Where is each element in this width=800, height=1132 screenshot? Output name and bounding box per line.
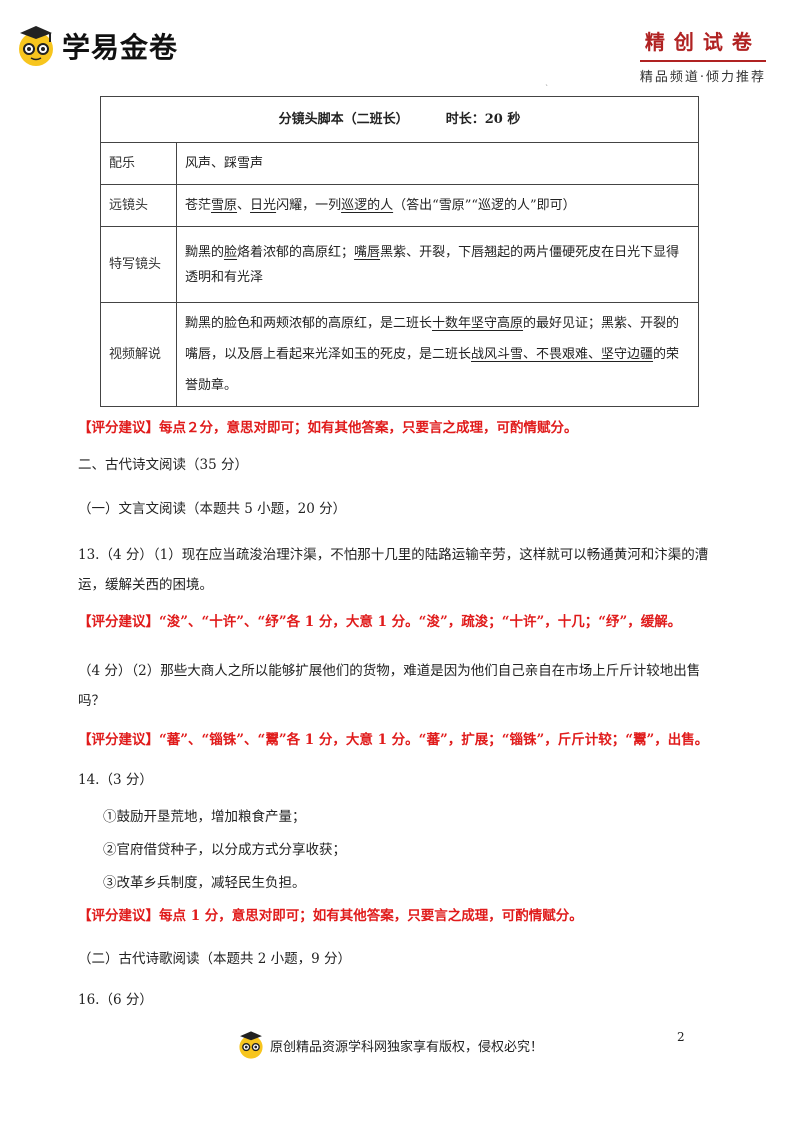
graduate-face-icon — [239, 1031, 263, 1059]
brand-subtitle: 精品频道·倾力推荐 — [639, 70, 766, 85]
question-14-heading: 14.（3 分） — [78, 772, 153, 788]
table-row: 特写镜头 黝黑的脸烙着浓郁的高原红；嘴唇黑紫、开裂，下唇翘起的两片僵硬死皮在日光… — [100, 226, 699, 303]
table-header-row: 分镜头脚本（二班长） 时长：20 秒 — [100, 96, 699, 143]
underlined-text: 十数年坚守高原 — [432, 316, 524, 331]
scoring-note: 【评分建议】“浚”、“十许”、“纾”各 1 分，大意 1 分。“浚”，疏浚；“十… — [78, 614, 682, 630]
subsection-heading: （一）文言文阅读（本题共 5 小题，20 分） — [78, 501, 347, 517]
table-title-cell: 分镜头脚本（二班长） 时长：20 秒 — [100, 96, 699, 143]
page-number: 2 — [677, 1030, 685, 1044]
answer-13-2: （4 分）（2）那些大商人之所以能够扩展他们的货物，难道是因为他们自己亲自在市场… — [78, 663, 701, 709]
text-run: 的荣誉勋章。 — [185, 347, 680, 393]
scoring-note: 【评分建议】每点２分，意思对即可；如有其他答案，只要言之成理，可酌情赋分。 — [78, 420, 578, 436]
text-run: 黝黑的脸色和两颊浓郁的高原红，是二班长 — [185, 316, 433, 331]
table-title: 分镜头脚本（二班长） — [278, 112, 409, 127]
row-label: 配乐 — [100, 142, 177, 185]
underlined-text: 巡逻的人 — [341, 198, 394, 213]
table-duration: 时长：20 秒 — [445, 112, 521, 127]
question-16-heading: 16.（6 分） — [78, 992, 153, 1008]
row-label: 视频解说 — [100, 302, 177, 407]
scoring-note: 【评分建议】“蕃”、“锱铢”、“鬻”各 1 分，大意 1 分。“蕃”，扩展；“锱… — [78, 732, 709, 748]
text-run: 闪耀，一列 — [276, 198, 342, 213]
section-heading: 二、古代诗文阅读（35 分） — [78, 457, 248, 473]
underlined-text: 日光 — [250, 198, 277, 213]
underlined-text: 战风斗雪、不畏艰难、坚守边疆 — [471, 347, 654, 362]
footer-copyright: 原创精品资源学科网独家享有版权，侵权必究！ — [270, 1039, 544, 1055]
row-content: 黝黑的脸色和两颊浓郁的高原红，是二班长十数年坚守高原的最好见证；黑紫、开裂的嘴唇… — [176, 302, 699, 407]
underlined-text: 雪原 — [211, 198, 238, 213]
logo-text: 学易金卷 — [62, 31, 179, 64]
row-content: 风声、踩雪声 — [176, 142, 699, 185]
table-row: 远镜头 苍茫雪原、日光闪耀，一列巡逻的人（答出“雪原”“巡逻的人”即可） — [100, 184, 699, 227]
table-row: 配乐 风声、踩雪声 — [100, 142, 699, 185]
text-run: 黑紫、开裂，下唇翘起的两片僵硬死皮在日光下显得透明和有光泽 — [185, 244, 680, 285]
brand-badge: 精创试卷 精品频道·倾力推荐 — [639, 26, 766, 85]
text-run: 烙着浓郁的高原红； — [237, 244, 355, 260]
table-row: 视频解说 黝黑的脸色和两颊浓郁的高原红，是二班长十数年坚守高原的最好见证；黑紫、… — [100, 302, 699, 407]
subsection-heading: （二）古代诗歌阅读（本题共 2 小题，9 分） — [78, 951, 352, 967]
brand-divider — [639, 60, 766, 62]
row-content: 黝黑的脸烙着浓郁的高原红；嘴唇黑紫、开裂，下唇翘起的两片僵硬死皮在日光下显得透明… — [176, 226, 699, 303]
scoring-note: 【评分建议】每点 1 分，意思对即可；如有其他答案，只要言之成理，可酌情赋分。 — [78, 908, 583, 924]
row-content: 苍茫雪原、日光闪耀，一列巡逻的人（答出“雪原”“巡逻的人”即可） — [176, 184, 699, 227]
underlined-text: 脸 — [224, 244, 238, 260]
text-run: 、 — [237, 198, 251, 213]
brand-title: 精创试卷 — [644, 30, 761, 54]
page-mark: ` — [545, 84, 549, 93]
row-label: 远镜头 — [100, 184, 177, 227]
answer-item: ③改革乡兵制度，减轻民生负担。 — [103, 875, 306, 891]
answer-item: ①鼓励开垦荒地，增加粮食产量； — [103, 809, 306, 825]
text-run: 黝黑的 — [185, 244, 225, 260]
text-run: 的最好见证；黑紫、开裂的嘴唇，以及唇上看起来光泽如玉的死皮，是二班长 — [185, 316, 680, 362]
text-run: （答出“雪原”“巡逻的人”即可） — [393, 198, 576, 213]
answer-item: ②官府借贷种子，以分成方式分享收获； — [103, 842, 346, 858]
underlined-text: 嘴唇 — [354, 244, 381, 260]
storyboard-table: 分镜头脚本（二班长） 时长：20 秒 配乐 风声、踩雪声 远镜头 苍茫雪原、日光… — [100, 96, 699, 407]
site-logo: 学易金卷 — [14, 24, 178, 68]
footer: 原创精品资源学科网独家享有版权，侵权必究！ — [236, 1030, 543, 1060]
text-run: 苍茫 — [185, 198, 212, 213]
graduate-face-icon — [14, 24, 58, 68]
row-label: 特写镜头 — [100, 226, 177, 303]
answer-13-1: 13.（4 分）（1）现在应当疏浚治理汴渠，不怕那十几里的陆路运输辛劳，这样就可… — [78, 547, 709, 593]
